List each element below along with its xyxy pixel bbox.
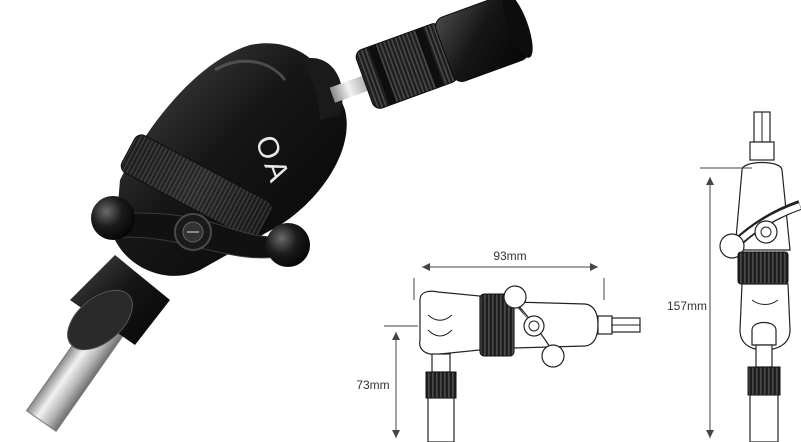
- ratchet-adapter-photo: OA: [25, 0, 533, 432]
- height-label: 73mm: [356, 378, 389, 392]
- front-view-drawing: 157mm: [667, 111, 801, 442]
- lever-knob-right: [266, 223, 310, 267]
- length-label: 157mm: [667, 299, 707, 313]
- side-view-drawing: 93mm 73mm: [356, 249, 641, 442]
- lever-knob-left: [91, 196, 135, 240]
- extension-shaft: [329, 0, 533, 109]
- width-label: 93mm: [493, 249, 526, 263]
- knurled-collar: [120, 134, 273, 240]
